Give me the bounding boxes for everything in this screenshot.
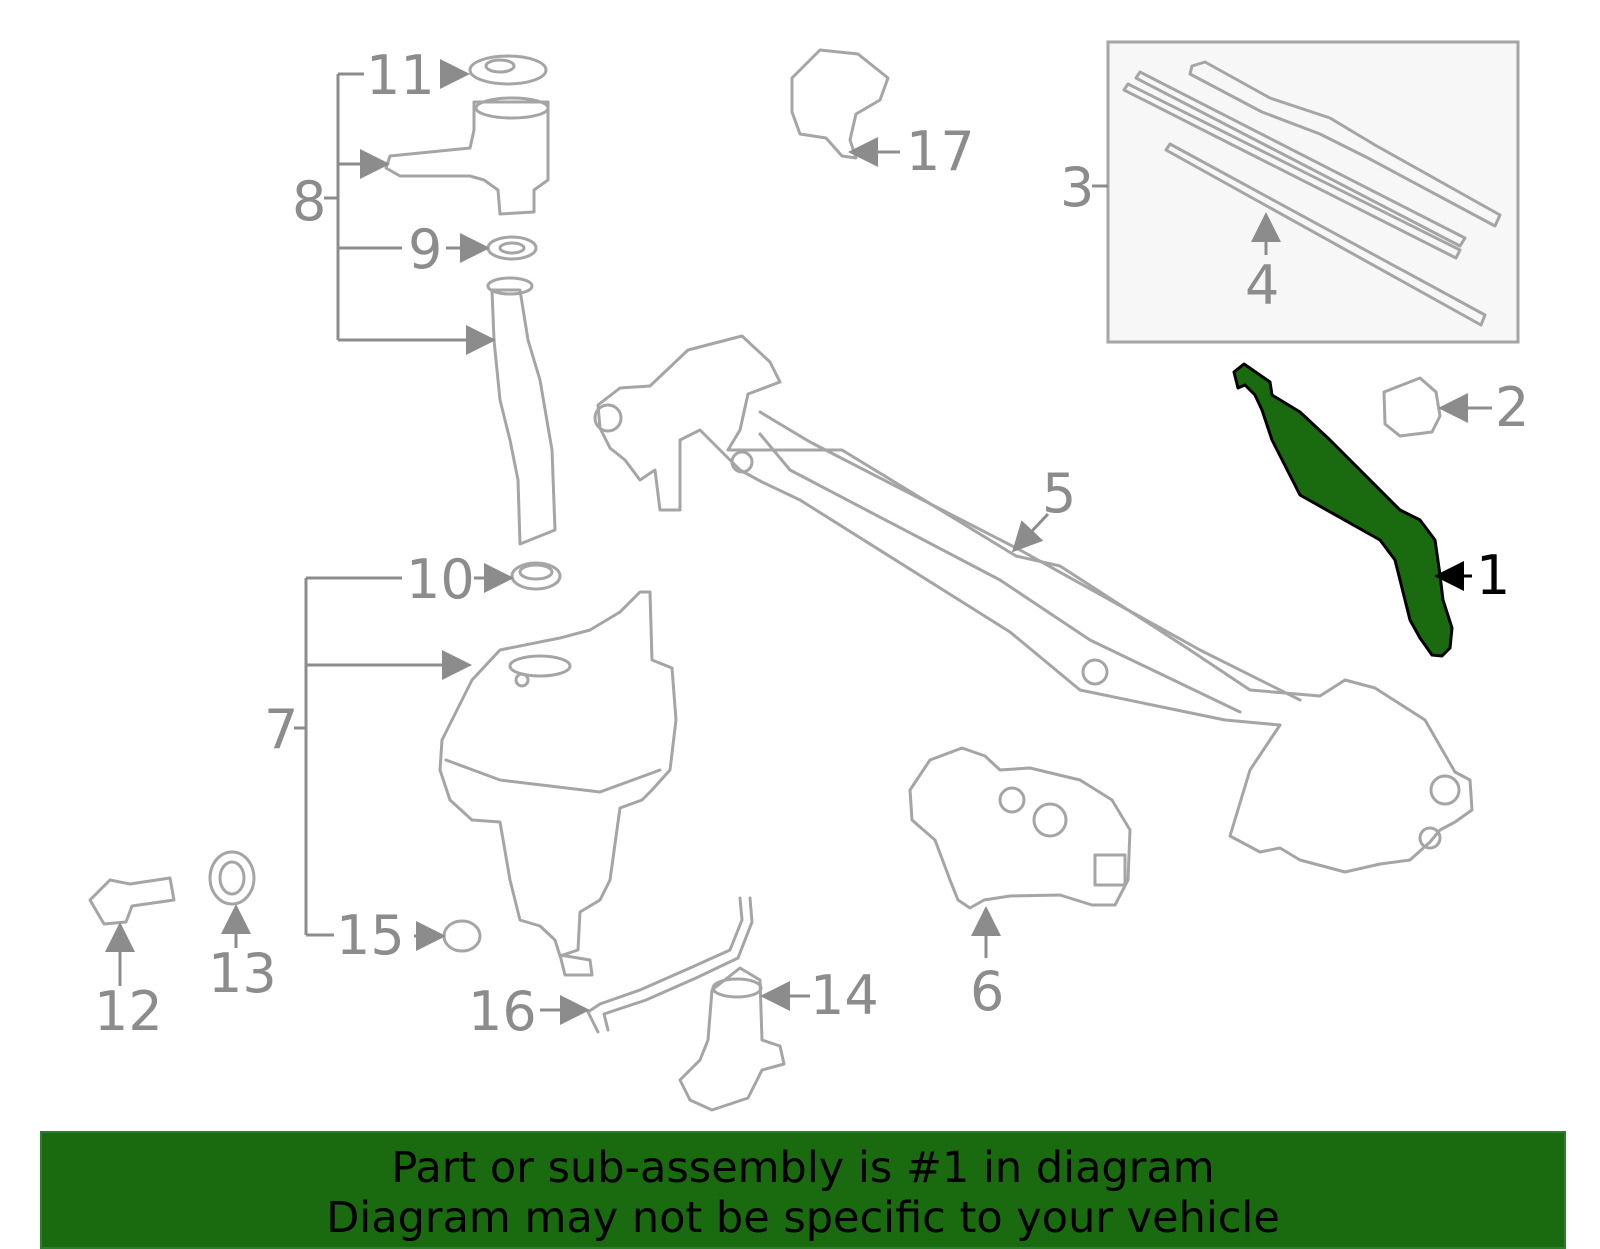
- washer-reservoir: [294, 576, 678, 977]
- info-banner: Part or sub-assembly is #1 in diagram Di…: [40, 1131, 1566, 1249]
- callout-9: 9: [408, 218, 442, 281]
- wiper-blade-insert: [1164, 142, 1487, 327]
- callout-17: 17: [906, 120, 975, 183]
- drain-plug: [414, 919, 482, 953]
- wiper-blade-frame: [1134, 70, 1467, 248]
- callout-16: 16: [468, 980, 537, 1043]
- wiper-arm-cap: [1382, 376, 1492, 438]
- wiper-arm[interactable]: [1232, 362, 1472, 658]
- washer-pump: [678, 966, 810, 1112]
- sensor-o-ring: [208, 850, 256, 948]
- callout-2: 2: [1495, 376, 1529, 439]
- callout-7: 7: [264, 698, 298, 761]
- washer-hose: [540, 896, 754, 1034]
- callout-3: 3: [1060, 156, 1094, 219]
- wiper-motor: [908, 746, 1132, 958]
- callout-12: 12: [94, 980, 163, 1043]
- callout-15: 15: [336, 904, 405, 967]
- mounting-bracket: [790, 48, 900, 167]
- filler-cap: [440, 54, 548, 89]
- callout-5: 5: [1042, 462, 1076, 525]
- callout-1: 1: [1476, 544, 1510, 607]
- callout-14: 14: [810, 964, 879, 1027]
- callout-11: 11: [366, 44, 435, 107]
- banner-line-2: Diagram may not be specific to your vehi…: [326, 1193, 1280, 1243]
- callout-8: 8: [292, 170, 326, 233]
- wiper-linkage: [593, 334, 1474, 874]
- banner-line-1: Part or sub-assembly is #1 in diagram: [391, 1143, 1215, 1193]
- reservoir-grommet: [474, 561, 562, 593]
- washer-filler-neck: [324, 72, 557, 546]
- wiper-blade-group: [1092, 40, 1520, 344]
- callout-6: 6: [970, 960, 1004, 1023]
- callout-13: 13: [208, 942, 277, 1005]
- callout-4: 4: [1245, 254, 1279, 317]
- wiper-blade: [1188, 60, 1502, 228]
- filler-seal: [446, 233, 538, 263]
- level-sensor: [88, 876, 176, 986]
- callout-10: 10: [406, 548, 475, 611]
